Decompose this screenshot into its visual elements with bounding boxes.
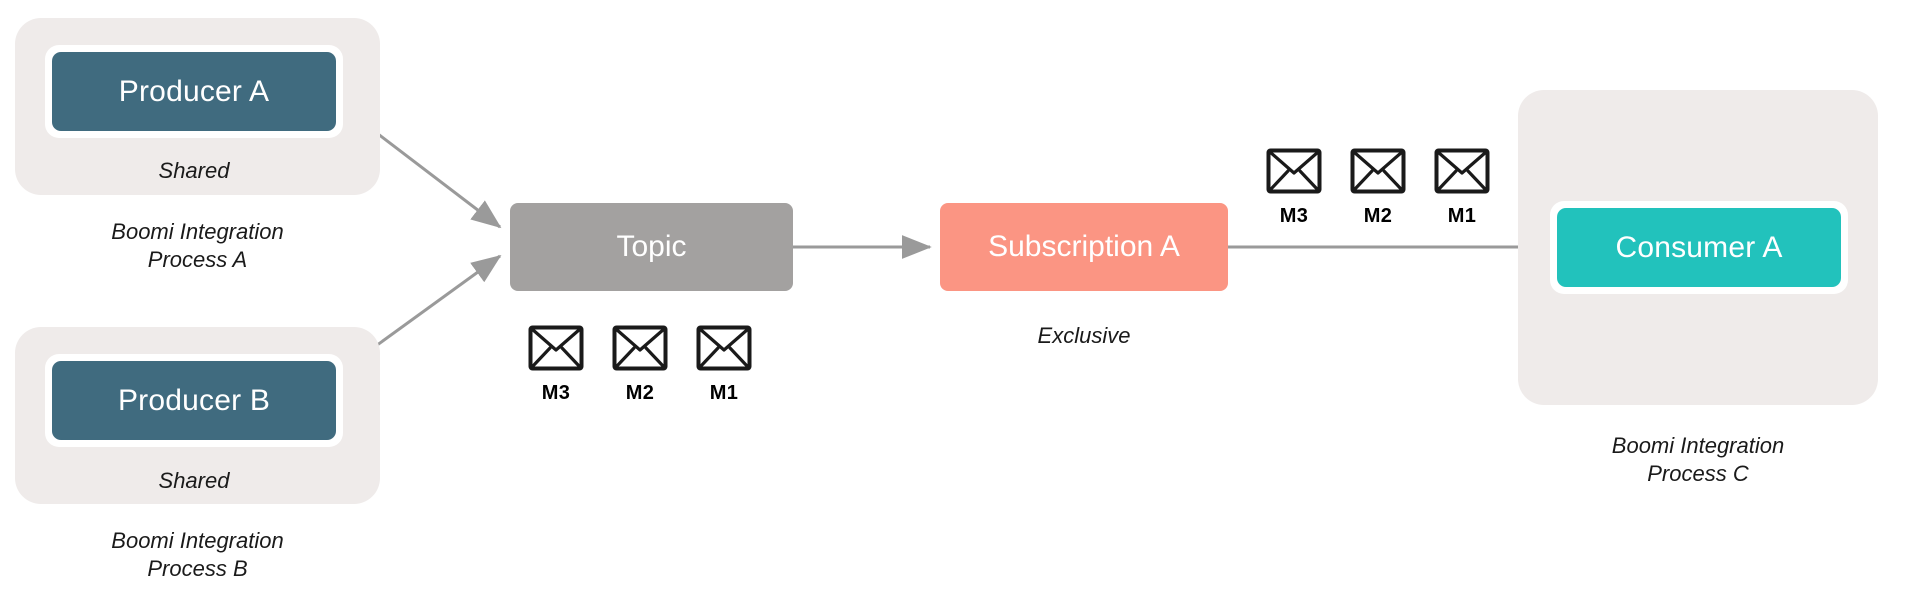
producer-b-label: Producer B xyxy=(52,361,336,440)
message-label: M3 xyxy=(1279,205,1309,227)
message-label: M2 xyxy=(1363,205,1393,227)
topic-box[interactable]: Topic xyxy=(510,203,793,291)
message-label: M1 xyxy=(1447,205,1477,227)
consumer-a-process-caption: Boomi Integration Process C xyxy=(1611,433,1785,487)
envelope-icon xyxy=(1266,148,1322,199)
envelope-icon xyxy=(1350,148,1406,199)
subscription-a-caption: Exclusive xyxy=(1037,323,1131,348)
subscription-a-box[interactable]: Subscription A xyxy=(940,203,1228,291)
delivery-message-queue: M3 M2 M1 xyxy=(1266,148,1490,226)
message-label: M2 xyxy=(625,382,655,404)
message-label: M3 xyxy=(541,382,571,404)
producer-a-label: Producer A xyxy=(52,52,336,131)
producer-b-process-caption: Boomi Integration Process B xyxy=(111,528,284,582)
message-item: M1 xyxy=(1434,148,1490,226)
message-item: M1 xyxy=(696,325,752,403)
subscription-a-label: Subscription A xyxy=(988,230,1180,263)
message-label: M1 xyxy=(709,382,739,404)
message-item: M2 xyxy=(612,325,668,403)
envelope-icon xyxy=(612,325,668,376)
message-item: M3 xyxy=(1266,148,1322,226)
consumer-a-node[interactable]: Consumer A xyxy=(1550,201,1848,294)
envelope-icon xyxy=(528,325,584,376)
producer-b-node[interactable]: Producer B xyxy=(45,354,343,447)
producer-a-node[interactable]: Producer A xyxy=(45,45,343,138)
envelope-icon xyxy=(696,325,752,376)
consumer-a-label: Consumer A xyxy=(1557,208,1841,287)
envelope-icon xyxy=(1434,148,1490,199)
producer-b-shared-caption: Shared xyxy=(158,468,230,493)
message-item: M3 xyxy=(528,325,584,403)
producer-a-process-caption: Boomi Integration Process A xyxy=(111,219,284,273)
topic-message-queue: M3 M2 M1 xyxy=(528,325,752,403)
producer-a-shared-caption: Shared xyxy=(158,158,230,183)
topic-label: Topic xyxy=(616,230,687,263)
message-item: M2 xyxy=(1350,148,1406,226)
